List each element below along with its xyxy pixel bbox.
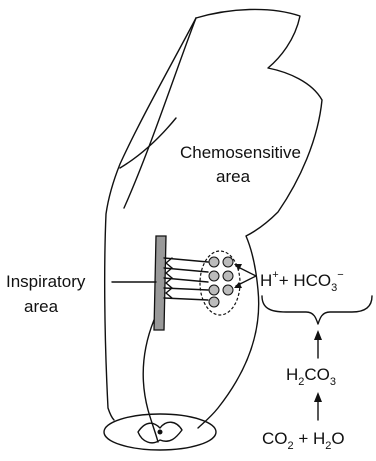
arrow-carbonic-to-ions	[314, 330, 322, 358]
chemosensitive-label-line1: Chemosensitive	[180, 143, 301, 162]
h-plus-hco3-label: H++ HCO3−	[260, 269, 344, 294]
co2-water-label: CO2 + H2O	[262, 429, 345, 452]
h-plus-arrows	[234, 264, 256, 288]
carbonic-acid-label: H2CO3	[286, 365, 336, 388]
inspiratory-area-bar	[143, 236, 208, 442]
arrow-co2-to-carbonic	[314, 392, 322, 420]
inspiratory-label-line2: area	[24, 297, 59, 316]
chemosensitive-neuron-cluster	[200, 251, 240, 315]
inspiratory-label-line1: Inspiratory	[6, 272, 86, 291]
equation-brace	[262, 296, 372, 324]
chemosensitive-label-line2: area	[216, 167, 251, 186]
